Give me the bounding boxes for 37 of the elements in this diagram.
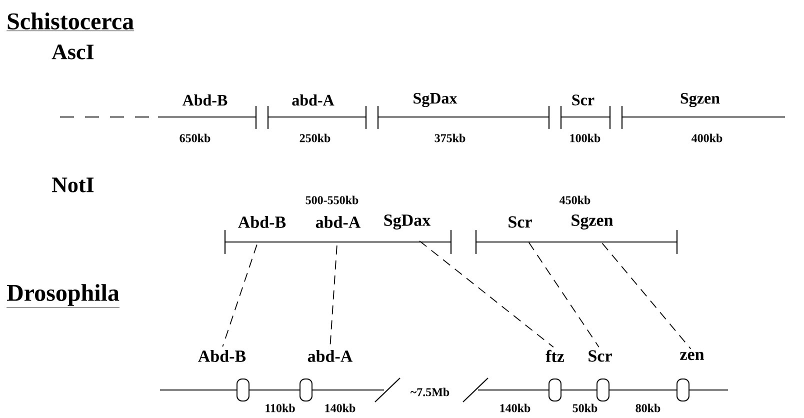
gene-label: Sgzen xyxy=(572,214,613,230)
size-label: 400kb xyxy=(691,134,722,142)
dashed-connector xyxy=(419,240,554,348)
dashed-connector xyxy=(222,244,258,348)
enzyme-title: NotI xyxy=(52,178,94,192)
species-title: Schistocerca xyxy=(6,12,134,32)
gene-label: Abd-B xyxy=(238,216,286,228)
gene-label: abd-A xyxy=(308,350,353,362)
size-label: 140kb xyxy=(325,404,356,412)
species-title: Drosophila xyxy=(6,284,120,308)
size-label: 650kb xyxy=(180,134,210,142)
size-label: 375kb xyxy=(434,134,466,142)
gene-label: Abd-B xyxy=(198,350,246,362)
gene-label: abd-A xyxy=(316,216,361,228)
size-label: 250kb xyxy=(300,134,330,142)
gene-label: Scr xyxy=(572,94,594,106)
size-label: 140kb xyxy=(500,404,530,412)
size-label: 450kb xyxy=(559,196,590,204)
size-label: 100kb xyxy=(570,134,600,142)
gene-label: SgDax xyxy=(414,92,458,108)
gene-label: abd-A xyxy=(292,94,334,106)
enzyme-title: AscI xyxy=(52,44,94,60)
size-label: 50kb xyxy=(572,404,598,412)
size-label: 110kb xyxy=(266,404,295,412)
dashed-connector xyxy=(330,245,338,347)
size-label: 500-550kb xyxy=(306,196,358,204)
size-label: 80kb xyxy=(636,404,660,412)
size-label: ~7.5Mb xyxy=(410,388,450,396)
dashed-connector xyxy=(602,242,692,350)
gene-label: Abd-B xyxy=(182,94,228,106)
dashed-connector xyxy=(528,242,600,348)
gene-label: Sgzen xyxy=(680,92,720,108)
gene-label: zen xyxy=(680,352,704,360)
gene-label: ftz xyxy=(546,350,564,362)
gene-label: Scr xyxy=(508,216,532,228)
gene-label: SgDax xyxy=(384,214,431,230)
gene-label: Scr xyxy=(588,350,612,362)
